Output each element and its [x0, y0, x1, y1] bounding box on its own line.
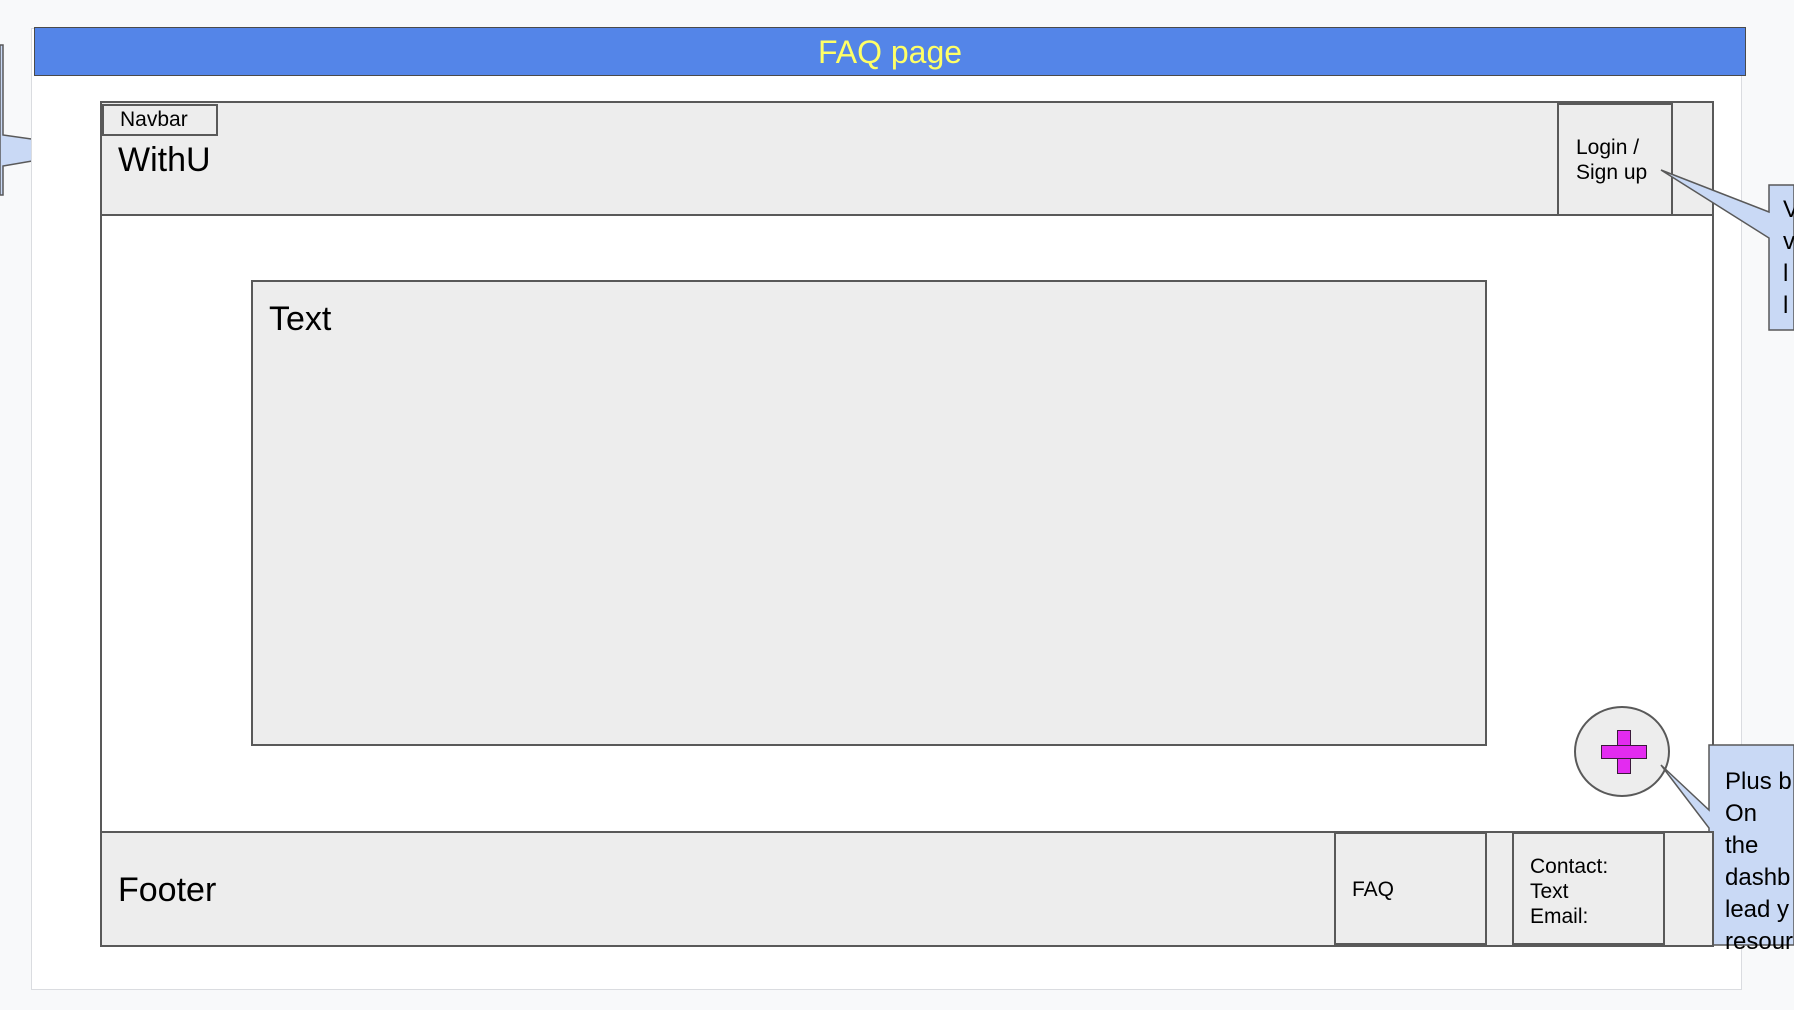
plus-callout-text: Plus b On the dashb lead y resour: [1725, 768, 1794, 955]
title-bar: FAQ page: [34, 27, 1746, 76]
contact-email: Email:: [1530, 905, 1589, 928]
navbar: [100, 101, 1714, 216]
brand-logo[interactable]: WithU: [118, 141, 211, 179]
login-signup-button[interactable]: Login / Sign up: [1557, 103, 1673, 216]
contact-text: Text: [1530, 880, 1569, 903]
footer-label: Footer: [118, 871, 217, 909]
contact-label: Contact:: [1530, 855, 1609, 878]
text-content-box: [251, 280, 1487, 746]
footer-faq-label: FAQ: [1352, 878, 1395, 901]
footer-faq-link[interactable]: FAQ: [1334, 832, 1487, 945]
login-callout: [1660, 169, 1794, 331]
plus-callout: [1660, 744, 1794, 946]
text-content-label: Text: [269, 300, 332, 338]
navbar-tag: Navbar: [102, 104, 218, 136]
login-label: Login / Sign up: [1576, 136, 1648, 184]
footer-contact-box: Contact: Text Email:: [1512, 832, 1665, 945]
login-callout-text: V v l l: [1783, 196, 1794, 319]
page-title: FAQ page: [817, 34, 963, 70]
plus-button[interactable]: [1574, 706, 1670, 797]
